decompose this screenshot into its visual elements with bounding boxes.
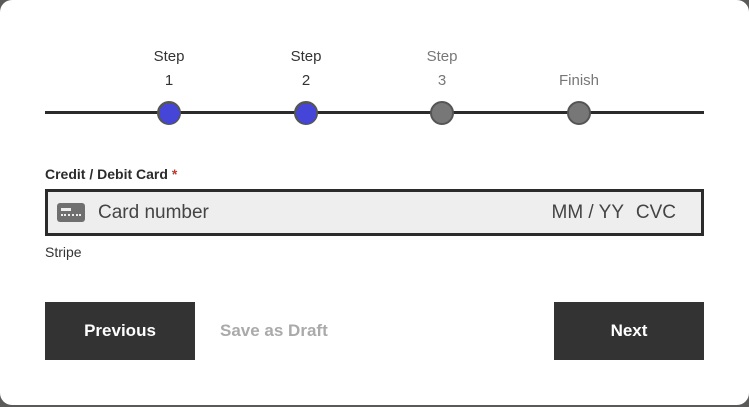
- save-draft-link[interactable]: Save as Draft: [220, 321, 328, 340]
- card-input[interactable]: Card number MM / YY CVC: [45, 189, 704, 236]
- step-2-dot[interactable]: [294, 101, 318, 125]
- step-1-label: Step 1: [153, 48, 185, 89]
- progress-bar: Step 1 Step 2 Step 3 Finish: [45, 45, 704, 130]
- card-number-placeholder[interactable]: Card number: [98, 202, 209, 223]
- next-button[interactable]: Next: [554, 302, 704, 360]
- step-3-label: Step 3: [426, 48, 458, 89]
- payment-provider-label: Stripe: [45, 244, 82, 260]
- step-finish-dot[interactable]: [567, 101, 591, 125]
- card-cvc-placeholder[interactable]: CVC: [635, 202, 676, 223]
- previous-button[interactable]: Previous: [45, 302, 195, 360]
- credit-card-icon: [57, 203, 85, 222]
- card-field-label: Credit / Debit Card*: [45, 166, 178, 182]
- progress-line: [45, 111, 704, 114]
- card-expiry-placeholder[interactable]: MM / YY: [551, 202, 625, 223]
- step-2-label: Step 2: [290, 48, 322, 89]
- step-finish-label: Finish: [558, 72, 599, 89]
- step-3-dot[interactable]: [430, 101, 454, 125]
- required-marker: *: [171, 166, 178, 182]
- step-1-dot[interactable]: [157, 101, 181, 125]
